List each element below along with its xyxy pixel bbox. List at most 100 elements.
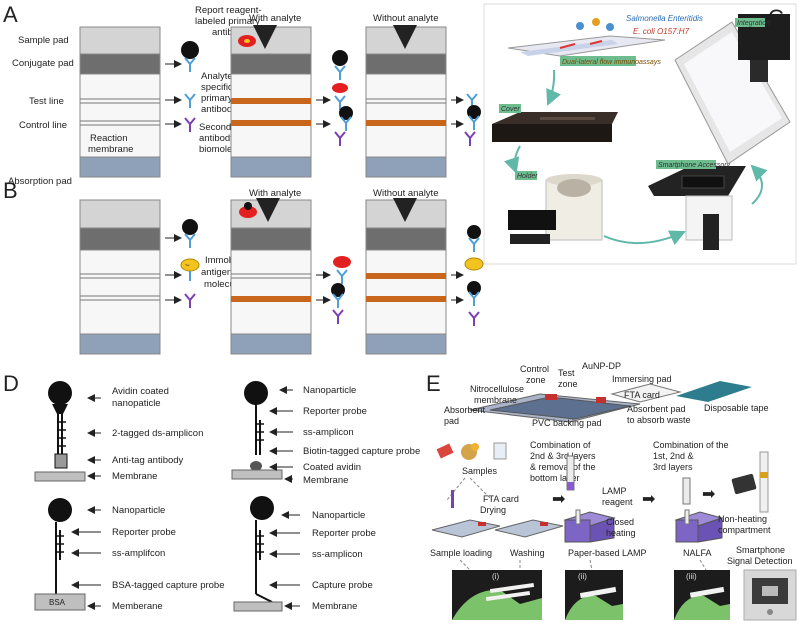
- e-fta-card: FTA card: [624, 390, 660, 400]
- a-without-control: [464, 105, 481, 147]
- accessory-object: [648, 166, 746, 250]
- d-tr-1: Nanoparticle: [303, 385, 356, 396]
- legend-analyte-3: primary: [201, 93, 233, 104]
- d-bl-1: Nanoparticle: [112, 505, 165, 516]
- panel-e-letter: E: [426, 371, 441, 396]
- tag-holder-badge: [515, 171, 537, 180]
- legend-report-3: antibody: [212, 27, 248, 38]
- d-tl-4: Anti-tag antibody: [112, 455, 184, 466]
- cover-object: [492, 112, 618, 142]
- e-fta-2: Drying: [480, 505, 506, 515]
- e-nitro-1: Nitrocellulose: [470, 384, 524, 394]
- disposable-tape-icon: [676, 381, 752, 402]
- e-test-zone-1: Test: [558, 368, 575, 378]
- label-reaction-1: Reaction: [90, 133, 128, 144]
- e-absorbent-1: Absorbent: [444, 405, 486, 415]
- e-comb1-3: & removal of the: [530, 462, 596, 472]
- e-test-zone-2: zone: [558, 379, 578, 389]
- lamp-box-icon: [563, 509, 616, 543]
- photo-iii: [674, 570, 730, 620]
- legend-report-2: labeled primary: [195, 16, 260, 27]
- d-tl-1: Avidin coated: [112, 386, 169, 397]
- caption-badge: [560, 56, 636, 66]
- label-sample-pad: Sample pad: [18, 35, 69, 46]
- e-fta-1: FTA card: [483, 494, 519, 504]
- d-tr-6: Membrane: [303, 475, 348, 486]
- arrow-3: [603, 230, 686, 246]
- e-comb2-1: Combination of the: [653, 440, 729, 450]
- e-waste-2: to absorb waste: [627, 415, 691, 425]
- d-tl-5: Membrane: [112, 471, 157, 482]
- legend-secondary-1: Secondary: [199, 122, 245, 133]
- a-without-analyte-strip: [365, 25, 447, 178]
- label-reaction-2: membrane: [88, 144, 133, 155]
- d-tr-2: Reporter probe: [303, 406, 367, 417]
- d-top-right-schematic: [231, 381, 283, 480]
- e-arrow-3: ➡: [702, 486, 715, 503]
- b-legend-1: Immobilized: [205, 255, 256, 266]
- d-br-3: ss-amplicon: [312, 549, 363, 560]
- e-control-zone-2: zone: [526, 375, 546, 385]
- d-bl-2: Reporter probe: [112, 527, 176, 538]
- arrow-1: [546, 69, 561, 106]
- d-tr-5: Coated avidin: [303, 462, 361, 473]
- e-heating-2: heating: [606, 528, 636, 538]
- d-top-left-schematic: [34, 381, 86, 482]
- e-nalfa: NALFA: [683, 548, 712, 558]
- bsa-label: BSA: [49, 598, 66, 607]
- d-bottom-left-schematic: [34, 498, 86, 611]
- b-without-analyte-title: Without analyte: [373, 188, 438, 199]
- panel-d-letter: D: [3, 371, 19, 396]
- e-nitro-2: membrane: [474, 395, 517, 405]
- e-sample-loading: Sample loading: [430, 548, 492, 558]
- d-br-4: Capture probe: [312, 580, 373, 591]
- e-lamp-1: LAMP: [602, 486, 627, 496]
- d-br-5: Membrane: [312, 601, 357, 612]
- d-tl-3: 2-tagged ds-amplicon: [112, 428, 203, 439]
- d-bl-5: Memberane: [112, 601, 163, 612]
- photo-ii: [565, 570, 623, 620]
- a-with-analyte-complex: [332, 50, 348, 111]
- panel-a: A Sample pad Conjugate pad Test line Con…: [3, 2, 481, 187]
- caption-dual-lfia: Dual-lateral flow immunoassays: [562, 59, 661, 66]
- nalfa-strip-icon: [682, 477, 691, 505]
- b-without-analyte-complex: [464, 225, 484, 327]
- legend-analyte-4: antibody: [201, 104, 237, 115]
- tag-accessory: Smartphone Accessory: [658, 162, 731, 169]
- e-paper-lamp: Paper-based LAMP: [568, 548, 647, 558]
- e-smartphone-2: Signal Detection: [727, 556, 793, 566]
- e-heating-1: Closed: [606, 517, 634, 527]
- d-bottom-right-schematic: [233, 496, 283, 612]
- tag-cover: Cover: [501, 106, 520, 113]
- panel-a-strip: [79, 26, 161, 178]
- e-pvc: PVC backing pad: [532, 418, 602, 428]
- e-smartphone-1: Smartphone: [736, 545, 785, 555]
- label-control-line: Control line: [19, 120, 67, 131]
- e-waste-1: Absorbent pad: [627, 404, 686, 414]
- e-comb2-3: 3rd layers: [653, 462, 693, 472]
- e-comb1-1: Combination of: [530, 440, 591, 450]
- e-control-zone-1: Control: [520, 364, 549, 374]
- tag-integration-badge: [735, 18, 765, 27]
- d-br-1: Nanoparticle: [312, 510, 365, 521]
- b-legend-report-antibody-icon: [182, 219, 198, 249]
- photo-iii-label: (iii): [686, 572, 697, 581]
- label-test-line: Test line: [29, 96, 64, 107]
- samples-icon: [436, 442, 507, 460]
- e-comb1-4: bottom layer: [530, 473, 580, 483]
- photo-i: [452, 570, 542, 620]
- a-with-analyte-control: [334, 106, 353, 147]
- a-with-analyte-title: With analyte: [249, 13, 301, 24]
- sample-loading-strip: [431, 519, 501, 538]
- holder-object: [508, 174, 603, 244]
- e-immersing-pad: Immersing pad: [612, 374, 672, 384]
- b-with-analyte-strip: [230, 198, 312, 355]
- panel-b: B ~ Immobilized antigen carrier molecule…: [3, 178, 484, 355]
- b-legend-antigen-carrier-icon: ~: [180, 258, 200, 281]
- legend-report-1: Report reagent-: [195, 5, 262, 16]
- e-arrow-1: ➡: [552, 491, 565, 508]
- e-nonheat-2: compartment: [718, 525, 771, 535]
- e-washing: Washing: [510, 548, 545, 558]
- tag-holder: Holder: [517, 173, 538, 180]
